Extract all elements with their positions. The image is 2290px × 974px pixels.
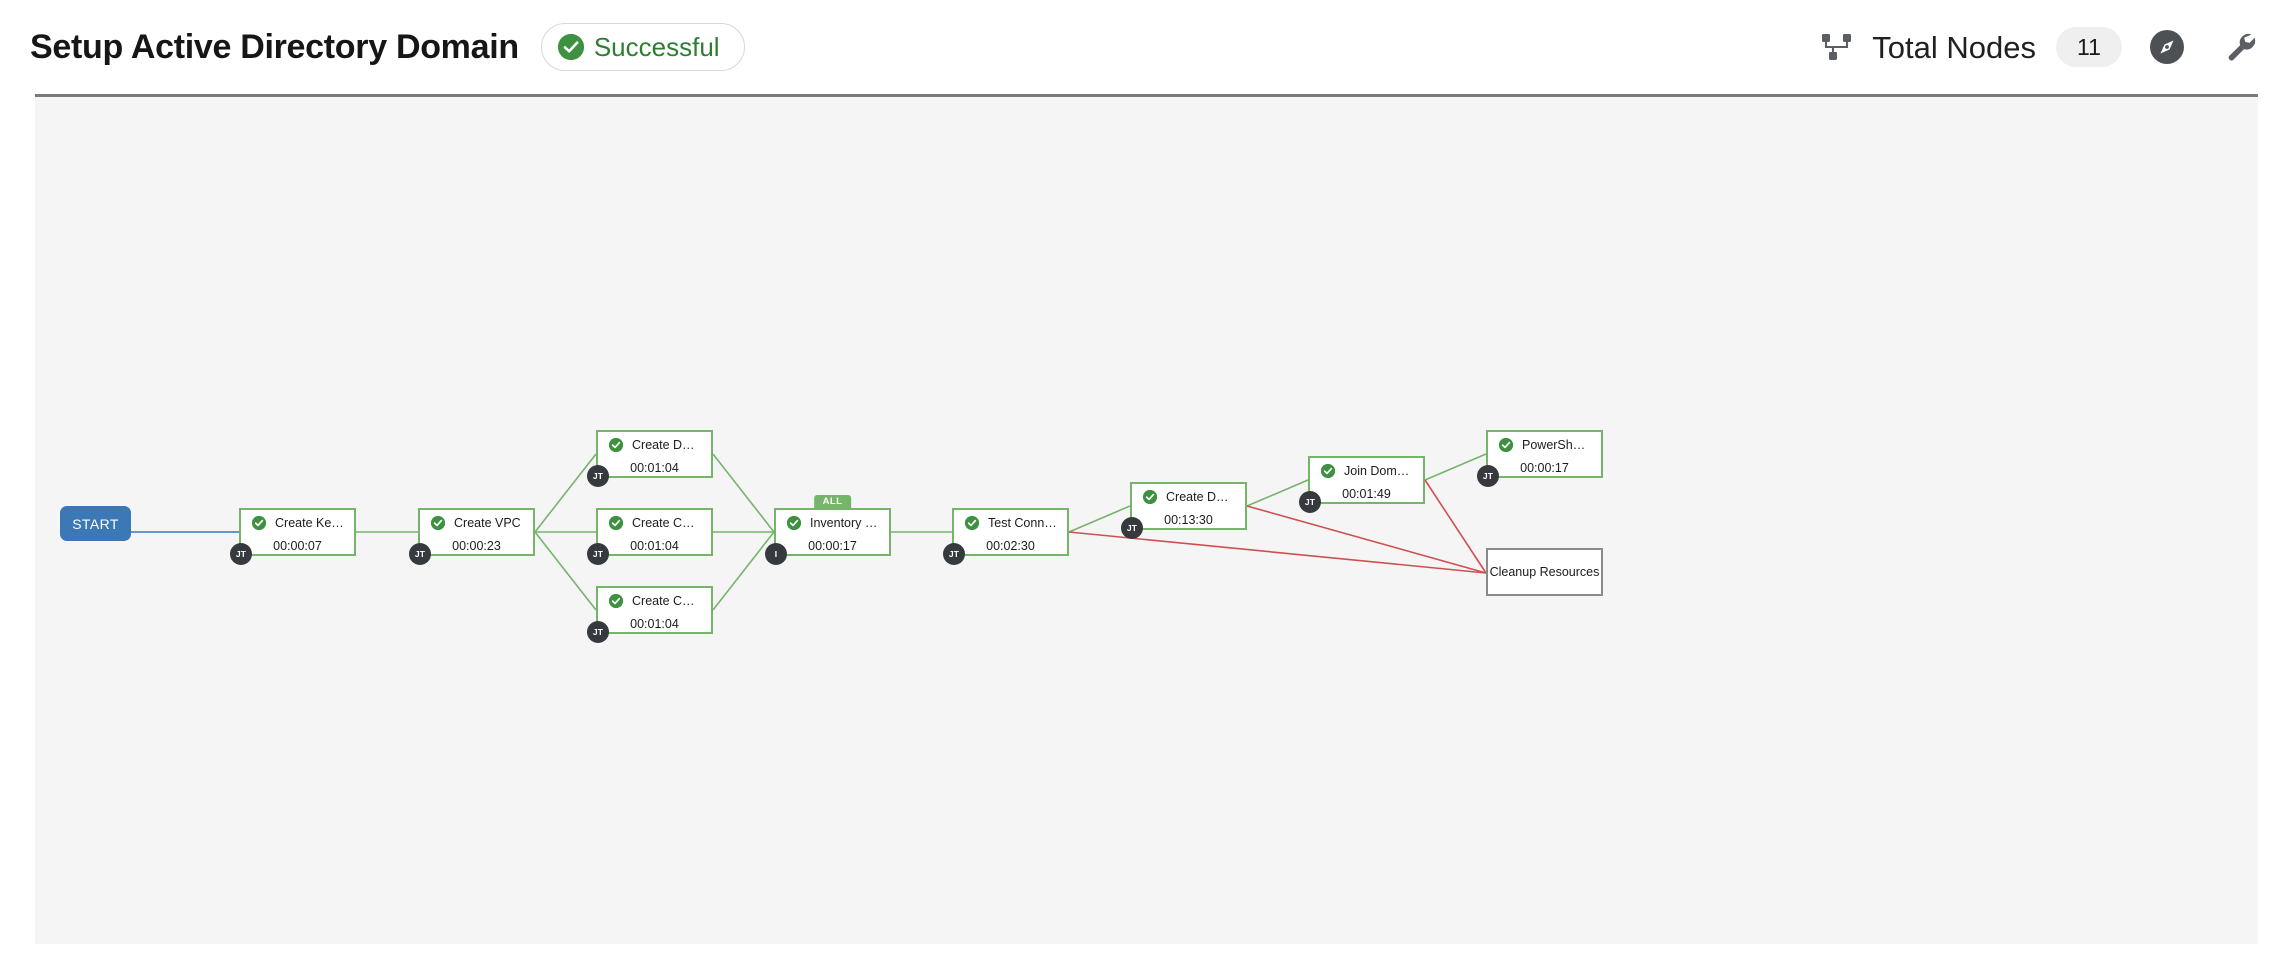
node-duration: 00:00:17 xyxy=(1520,460,1569,475)
node-title: Create Computer (1) xyxy=(632,516,701,529)
check-circle-icon xyxy=(609,515,623,530)
check-circle-icon xyxy=(252,515,266,530)
start-node[interactable]: START xyxy=(60,506,131,541)
node-title: Test Connectivity xyxy=(988,516,1057,529)
node-avatar-badge[interactable]: JT xyxy=(1121,517,1143,539)
check-circle-icon xyxy=(1499,437,1513,452)
node-create-keypair[interactable]: Create Keypair 00:00:07 JT xyxy=(230,508,356,565)
node-scope-tab: ALL xyxy=(813,495,852,510)
node-header-row: PowerShell Validation xyxy=(1488,434,1601,456)
node-powershell-validation[interactable]: PowerShell Validation 00:00:17 JT xyxy=(1477,430,1603,487)
workflow-canvas[interactable]: START Create Keypair 00:00:07 JT Create … xyxy=(35,94,2258,944)
header-right-group: Total Nodes 11 xyxy=(1820,0,2260,94)
node-create-vpc[interactable]: Create VPC 00:00:23 JT xyxy=(409,508,535,565)
total-nodes-count: 11 xyxy=(2056,27,2122,67)
node-duration: 00:01:04 xyxy=(630,616,679,631)
node-avatar-badge[interactable]: JT xyxy=(230,543,252,565)
check-circle-icon xyxy=(609,593,623,608)
sitemap-icon[interactable] xyxy=(1820,32,1854,62)
node-avatar-badge[interactable]: JT xyxy=(943,543,965,565)
node-title: Join Domain xyxy=(1344,464,1413,477)
compass-icon[interactable] xyxy=(2148,28,2186,66)
node-header-row: Test Connectivity xyxy=(954,512,1067,534)
check-circle-icon xyxy=(609,437,623,452)
total-nodes-label: Total Nodes xyxy=(1872,29,2036,65)
node-header-row: Create VPC xyxy=(420,512,533,534)
node-header-row: Create Domain Contr... xyxy=(598,434,711,456)
node-duration: 00:01:04 xyxy=(630,538,679,553)
node-header-row: Create Domain xyxy=(1132,486,1245,508)
node-duration: 00:13:30 xyxy=(1164,512,1213,527)
node-avatar-badge[interactable]: JT xyxy=(587,543,609,565)
wrench-icon[interactable] xyxy=(2222,28,2260,66)
node-header-row: Create Computer (1) xyxy=(598,512,711,534)
check-circle-icon xyxy=(557,34,584,60)
node-join-domain[interactable]: Join Domain 00:01:49 JT xyxy=(1299,456,1425,513)
node-avatar-badge[interactable]: JT xyxy=(587,465,609,487)
node-duration: 00:00:23 xyxy=(452,538,501,553)
node-avatar-badge[interactable]: JT xyxy=(1299,491,1321,513)
status-badge: Successful xyxy=(540,23,745,71)
node-title: Create Domain Contr... xyxy=(632,438,701,451)
start-node-label: START xyxy=(72,515,119,532)
node-title: Create Domain xyxy=(1166,490,1235,503)
node-inventory-sync[interactable]: ALL Inventory Sync 00:00:17 I xyxy=(765,495,891,565)
node-title: Create Computer (2) xyxy=(632,594,701,607)
check-circle-icon xyxy=(965,515,979,530)
node-duration: 00:01:49 xyxy=(1342,486,1391,501)
check-circle-icon xyxy=(431,515,445,530)
page-header: Setup Active Directory Domain Successful xyxy=(0,0,2290,94)
header-left-group: Setup Active Directory Domain Successful xyxy=(30,23,745,71)
node-duration: 00:00:07 xyxy=(273,538,322,553)
status-badge-label: Successful xyxy=(593,32,720,62)
node-create-domain-controller[interactable]: Create Domain Contr... 00:01:04 JT xyxy=(587,430,713,487)
node-avatar-badge[interactable]: I xyxy=(765,543,787,565)
check-circle-icon xyxy=(787,515,801,530)
node-test-connectivity[interactable]: Test Connectivity 00:02:30 JT xyxy=(943,508,1069,565)
node-title: Cleanup Resources xyxy=(1489,564,1600,579)
node-create-computer-2[interactable]: Create Computer (2) 00:01:04 JT xyxy=(587,586,713,643)
node-title: Create VPC xyxy=(454,516,521,529)
node-title: PowerShell Validation xyxy=(1522,438,1591,451)
node-duration: 00:01:04 xyxy=(630,460,679,475)
node-cleanup-resources[interactable]: Cleanup Resources xyxy=(1486,548,1603,596)
node-avatar-badge[interactable]: JT xyxy=(587,621,609,643)
workflow-edges xyxy=(131,453,1487,611)
node-create-domain[interactable]: Create Domain 00:13:30 JT xyxy=(1121,482,1247,539)
check-circle-icon xyxy=(1321,463,1335,478)
check-circle-icon xyxy=(1143,489,1157,504)
node-avatar-badge[interactable]: JT xyxy=(409,543,431,565)
node-header-row: Create Computer (2) xyxy=(598,590,711,612)
node-header-row: Inventory Sync xyxy=(776,512,889,534)
node-create-computer-1[interactable]: Create Computer (1) 00:01:04 JT xyxy=(587,508,713,565)
node-duration: 00:00:17 xyxy=(808,538,857,553)
node-header-row: Join Domain xyxy=(1310,460,1423,482)
node-title: Inventory Sync xyxy=(810,516,879,529)
node-avatar-badge[interactable]: JT xyxy=(1477,465,1499,487)
node-duration: 00:02:30 xyxy=(986,538,1035,553)
page-title: Setup Active Directory Domain xyxy=(30,28,519,66)
node-title: Create Keypair xyxy=(275,516,344,529)
node-header-row: Create Keypair xyxy=(241,512,354,534)
